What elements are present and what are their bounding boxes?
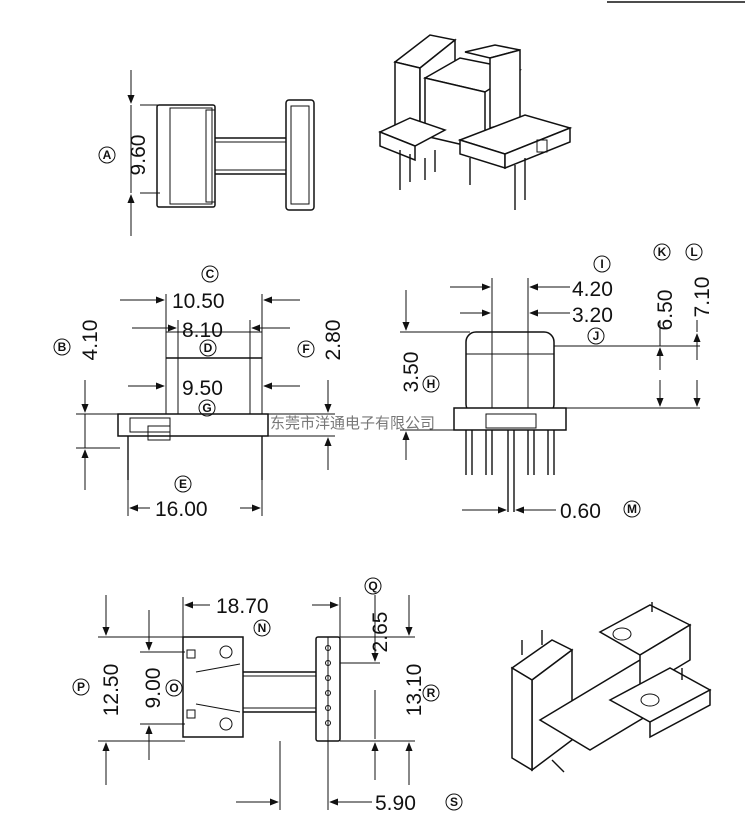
svg-text:K: K — [658, 245, 667, 259]
end-view — [400, 278, 701, 514]
dim-I: 4.20 — [572, 278, 613, 301]
callout-R: R — [422, 684, 440, 702]
svg-text:O: O — [169, 681, 178, 695]
dim-K: 6.50 — [654, 290, 677, 331]
dim-O: 9.00 — [142, 668, 165, 709]
dim-C: 10.50 — [172, 290, 225, 313]
dim-H: 3.50 — [400, 352, 423, 393]
callout-J: J — [587, 327, 605, 345]
callout-O: O — [165, 679, 183, 697]
callout-D: D — [199, 339, 217, 357]
svg-text:F: F — [302, 342, 309, 356]
bottom-view — [98, 595, 415, 810]
callout-E: E — [174, 475, 192, 493]
dim-Q: 2.65 — [369, 612, 392, 653]
dim-F: 2.80 — [322, 320, 345, 361]
front-view — [76, 294, 335, 516]
callout-I: I — [593, 255, 611, 273]
callout-A: A — [98, 146, 116, 164]
watermark: 东莞市洋通电子有限公司 — [270, 414, 435, 432]
callout-F: F — [297, 340, 315, 358]
callout-B: B — [53, 338, 71, 356]
dim-M: 0.60 — [560, 500, 601, 523]
dim-R: 13.10 — [403, 664, 426, 717]
dim-D: 8.10 — [182, 319, 223, 342]
svg-text:E: E — [179, 477, 187, 491]
svg-text:G: G — [202, 401, 211, 415]
dim-N: 18.70 — [216, 595, 269, 618]
callout-S: S — [445, 793, 463, 811]
dim-J: 3.20 — [572, 304, 613, 327]
dim-L: 7.10 — [691, 277, 714, 318]
dim-P: 12.50 — [100, 664, 123, 717]
callout-M: M — [623, 500, 641, 518]
dim-A: 9.60 — [127, 135, 150, 176]
svg-text:Q: Q — [368, 579, 377, 593]
svg-text:D: D — [204, 341, 213, 355]
svg-text:C: C — [206, 267, 215, 281]
dim-E: 16.00 — [155, 498, 208, 521]
svg-text:L: L — [690, 245, 697, 259]
callout-L: L — [685, 243, 703, 261]
isometric-view-bottom — [510, 602, 712, 773]
svg-text:R: R — [427, 686, 436, 700]
svg-text:P: P — [77, 680, 85, 694]
isometric-view-top — [378, 34, 573, 210]
side-view — [127, 70, 315, 236]
callout-G: G — [198, 399, 216, 417]
callout-N: N — [253, 619, 271, 637]
callout-P: P — [72, 678, 90, 696]
svg-text:N: N — [258, 621, 267, 635]
dim-B: 4.10 — [79, 320, 102, 361]
svg-text:A: A — [103, 148, 112, 162]
callout-H: H — [422, 375, 440, 393]
svg-text:H: H — [427, 377, 436, 391]
svg-text:J: J — [593, 329, 600, 343]
callout-K: K — [653, 243, 671, 261]
dim-S: 5.90 — [375, 792, 416, 815]
callout-Q: Q — [364, 577, 382, 595]
svg-text:B: B — [58, 340, 67, 354]
dim-G: 9.50 — [182, 377, 223, 400]
svg-text:M: M — [627, 502, 637, 516]
svg-text:I: I — [600, 257, 603, 271]
svg-text:S: S — [450, 795, 458, 809]
callout-C: C — [201, 265, 219, 283]
